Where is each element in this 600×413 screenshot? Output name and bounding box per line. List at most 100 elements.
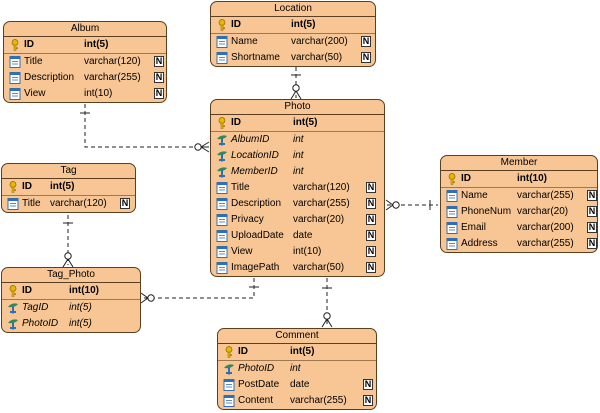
column-type: varchar(120) (84, 56, 141, 67)
column-name: Content (238, 395, 274, 406)
foreign-key-icon (7, 302, 19, 314)
column-name: ID (22, 285, 32, 296)
column-type: varchar(50) (291, 52, 343, 63)
column-name: View (231, 246, 253, 257)
column-row[interactable]: Content varchar(255) N (218, 393, 376, 409)
column-type: varchar(120) (50, 198, 107, 209)
nullable-icon: N (154, 72, 164, 83)
column-icon (216, 52, 228, 64)
connector-mark (62, 258, 69, 268)
column-name: PhotoID (22, 318, 59, 329)
column-name: PostDate (238, 379, 280, 390)
connector-mark (385, 199, 394, 206)
entity-title: Album (4, 22, 166, 37)
column-name: Description (231, 198, 282, 209)
nullable-icon: N (361, 36, 371, 47)
column-type: int(5) (69, 302, 92, 313)
connector-mark (140, 297, 149, 304)
column-name: Email (461, 222, 487, 233)
column-icon (446, 190, 458, 202)
column-name: LocationID (231, 150, 279, 161)
nullable-icon: N (587, 190, 597, 201)
column-name: ImagePath (231, 262, 280, 273)
column-name: PhotoID (238, 363, 275, 374)
connector-mark (295, 90, 302, 100)
column-name: UploadDate (231, 230, 284, 241)
column-type: varchar(255) (290, 395, 347, 406)
column-name: ID (231, 117, 241, 128)
column-icon (216, 230, 228, 242)
connector-mark (290, 90, 297, 100)
connector-mark (321, 318, 328, 328)
column-name: Address (461, 238, 498, 249)
column-type: varchar(20) (517, 206, 569, 217)
foreign-key-icon (216, 134, 228, 146)
column-icon (216, 262, 228, 274)
connector-mark (200, 146, 210, 153)
nullable-icon: N (363, 395, 373, 406)
foreign-key-icon (223, 363, 235, 375)
nullable-icon: N (587, 222, 597, 233)
column-name: View (24, 88, 46, 99)
nullable-icon: N (587, 238, 597, 249)
column-name: Privacy (231, 214, 264, 225)
zero-marker (323, 312, 331, 320)
key-icon (7, 285, 19, 297)
nullable-icon: N (366, 246, 376, 257)
key-icon (446, 173, 458, 185)
nullable-icon: N (366, 198, 376, 209)
connector-mark (67, 258, 74, 268)
column-name: ID (24, 39, 34, 50)
column-icon (223, 395, 235, 407)
zero-marker (147, 294, 155, 302)
column-name: ID (238, 346, 248, 357)
nullable-icon: N (366, 230, 376, 241)
column-icon (9, 56, 21, 68)
zero-marker (392, 201, 400, 209)
column-type: varchar(20) (293, 214, 345, 225)
connector-mark (200, 141, 210, 148)
column-name: Shortname (231, 52, 280, 63)
key-icon (9, 39, 21, 51)
relationship-album-photo (84, 104, 208, 148)
